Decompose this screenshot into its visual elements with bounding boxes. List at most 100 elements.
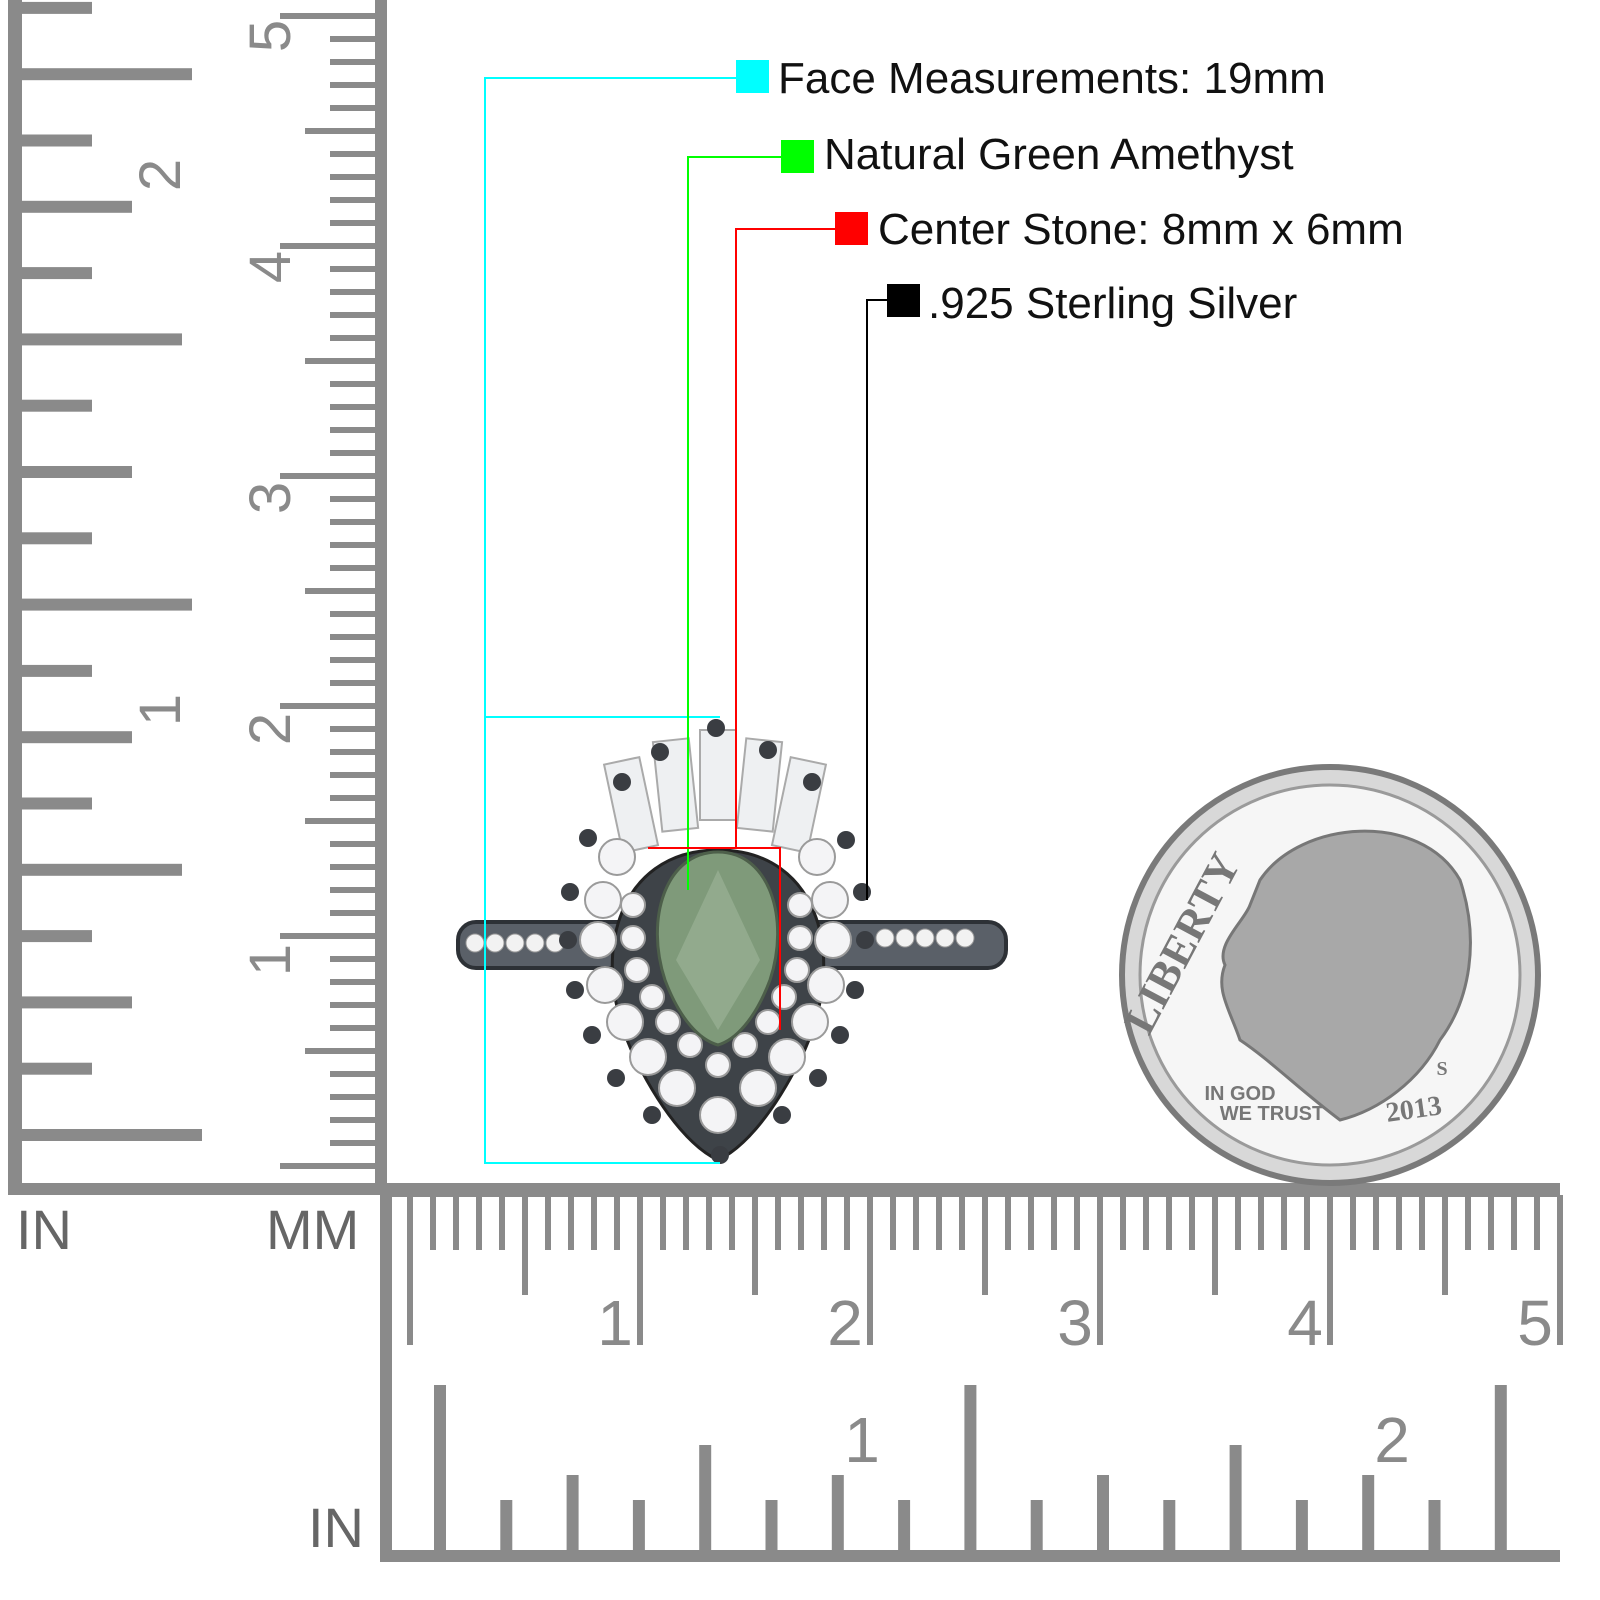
- mm-tick: [430, 1195, 436, 1250]
- halo-stone: [755, 1009, 781, 1035]
- inch-tick: [898, 1500, 911, 1555]
- mm-tick: [330, 404, 380, 410]
- prong: [856, 931, 874, 949]
- mm-tick: [1189, 1195, 1195, 1250]
- mm-tick: [330, 887, 380, 893]
- mm-tick: [1511, 1195, 1517, 1250]
- halo-stone: [606, 1003, 644, 1041]
- halo-stone: [787, 925, 813, 951]
- horizontal-mm-label: 4: [1287, 1287, 1323, 1359]
- prong: [773, 1106, 791, 1124]
- prong: [809, 1069, 827, 1087]
- band-stone: [465, 933, 485, 953]
- mm-tick: [330, 864, 380, 870]
- baguette-stone: [651, 737, 700, 833]
- inch-tick: [12, 532, 92, 545]
- legend-center-stone: Center Stone: 8mm x 6mm: [878, 205, 1404, 254]
- mm-tick: [330, 1094, 380, 1100]
- prong: [803, 773, 821, 791]
- mm-tick: [305, 818, 380, 824]
- mm-tick: [330, 1117, 380, 1123]
- halo-stone: [598, 838, 636, 876]
- mm-tick: [1281, 1195, 1287, 1250]
- horizontal-ruler-edge: [380, 1183, 1560, 1197]
- mm-tick: [1028, 1195, 1034, 1250]
- baguette-stone: [735, 737, 784, 833]
- prong: [566, 981, 584, 999]
- halo-stone: [624, 957, 650, 983]
- inch-tick: [1362, 1475, 1375, 1555]
- prong: [579, 829, 597, 847]
- band-stone: [505, 933, 525, 953]
- mm-tick: [330, 266, 380, 272]
- mm-tick: [330, 174, 380, 180]
- mm-tick: [330, 519, 380, 525]
- mm-tick: [1235, 1195, 1241, 1250]
- band-stone: [935, 928, 955, 948]
- prong: [837, 831, 855, 849]
- mm-tick: [330, 1071, 380, 1077]
- mm-tick: [330, 910, 380, 916]
- inch-tick: [831, 1475, 844, 1555]
- mm-tick: [330, 772, 380, 778]
- inch-tick: [1229, 1445, 1242, 1555]
- inch-tick: [500, 1500, 513, 1555]
- mm-tick: [844, 1195, 850, 1250]
- mm-tick: [522, 1195, 528, 1295]
- halo-stone: [814, 921, 852, 959]
- halo-stone: [658, 1069, 696, 1107]
- prong: [613, 773, 631, 791]
- mm-tick: [1350, 1195, 1356, 1250]
- inch-tick: [12, 399, 92, 412]
- vertical-mm-label: 5: [238, 20, 303, 52]
- vertical-in-label: 1: [128, 694, 193, 726]
- inch-tick: [12, 134, 92, 147]
- halo-stone: [732, 1032, 758, 1058]
- mm-tick: [305, 358, 380, 364]
- band-stone: [525, 933, 545, 953]
- inch-tick: [12, 996, 132, 1009]
- mm-tick: [330, 335, 380, 341]
- mm-tick: [1373, 1195, 1379, 1250]
- ruler-unit-in-bottom: IN: [308, 1496, 364, 1559]
- halo-stone: [739, 1069, 777, 1107]
- ruler-unit-mm: MM: [266, 1198, 360, 1261]
- mm-tick: [1304, 1195, 1310, 1250]
- band-stone: [915, 928, 935, 948]
- mm-tick: [1051, 1195, 1057, 1250]
- halo-stone: [677, 1032, 703, 1058]
- mm-tick: [637, 1195, 643, 1345]
- mm-tick: [453, 1195, 459, 1250]
- mm-tick: [1557, 1195, 1563, 1345]
- mm-tick: [499, 1195, 505, 1250]
- mm-tick: [330, 289, 380, 295]
- prong: [561, 883, 579, 901]
- inch-tick: [1295, 1500, 1308, 1555]
- mm-tick: [330, 36, 380, 42]
- coin-motto-line1: IN GOD: [1204, 1083, 1275, 1105]
- mm-tick: [330, 197, 380, 203]
- mm-tick: [729, 1195, 735, 1250]
- inch-tick: [12, 1129, 202, 1141]
- center-stone-line: [648, 228, 836, 849]
- mm-tick: [330, 979, 380, 985]
- inch-tick: [1494, 1385, 1507, 1555]
- coin-portrait: [1220, 829, 1472, 1122]
- prong: [583, 1026, 601, 1044]
- mm-tick: [821, 1195, 827, 1250]
- mm-tick: [1120, 1195, 1126, 1250]
- coin-motto-line2: WE TRUST: [1220, 1103, 1324, 1125]
- horizontal-ruler-edge: [380, 1190, 392, 1560]
- horizontal-mm-label: 2: [827, 1287, 863, 1359]
- mm-tick: [330, 841, 380, 847]
- prong: [831, 1026, 849, 1044]
- vertical-mm-label: 4: [238, 251, 303, 283]
- mm-tick: [407, 1195, 413, 1345]
- mm-tick: [591, 1195, 597, 1250]
- mm-tick: [752, 1195, 758, 1295]
- mm-tick: [330, 381, 380, 387]
- inch-tick: [12, 664, 92, 677]
- halo-stone: [629, 1038, 667, 1076]
